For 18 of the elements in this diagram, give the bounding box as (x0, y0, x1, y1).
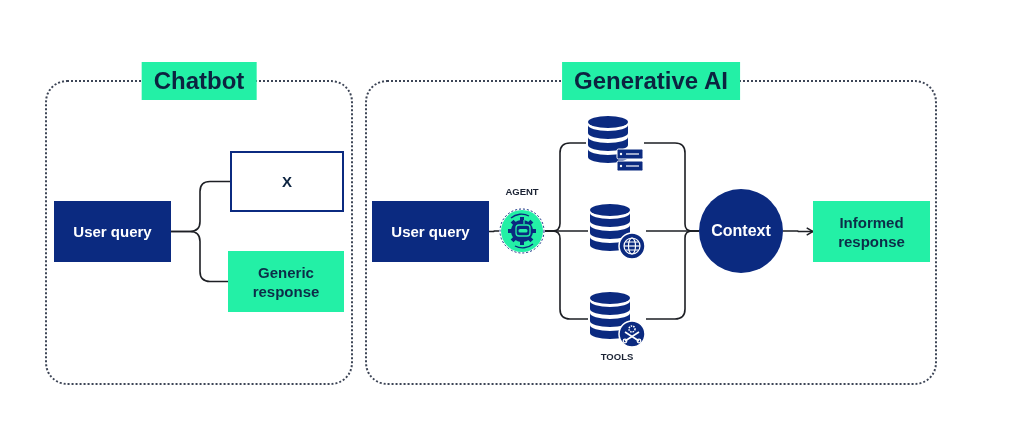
result-box: Generic response (228, 251, 344, 312)
group-heading: Generative AI (562, 62, 740, 100)
icon-caption: AGENT (504, 186, 540, 198)
result-box: Informed response (813, 201, 930, 262)
connector-line (488, 230, 500, 233)
group-heading: Chatbot (141, 62, 257, 100)
outlined-process-box: X (230, 151, 344, 212)
database-globe-icon (588, 202, 646, 260)
icon-caption: TOOLS (599, 351, 635, 363)
connector-line (170, 230, 229, 283)
database-tools-icon (588, 290, 646, 348)
connector-line (645, 230, 700, 320)
process-box: User query (54, 201, 171, 262)
robot-gear-icon (499, 208, 545, 254)
process-box: User query (372, 201, 489, 262)
arrow (782, 227, 814, 236)
connector-line (544, 230, 589, 320)
database-server-icon (586, 114, 644, 172)
